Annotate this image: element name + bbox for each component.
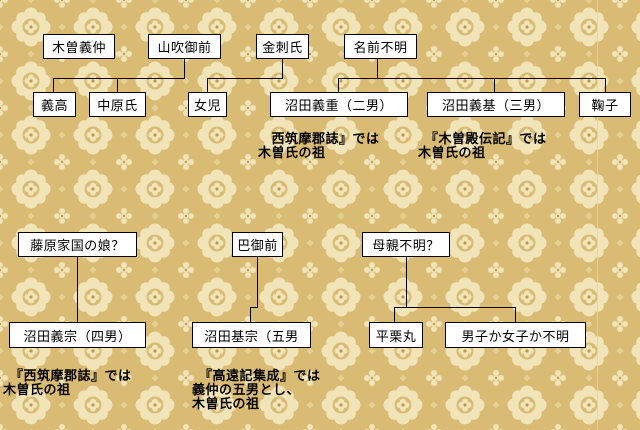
note-nishichikuma-gunshi-top: 西筑摩郡誌』では 木曽氏の祖 xyxy=(258,131,380,160)
person-box-hirakurimaru: 平栗丸 xyxy=(369,322,423,348)
person-box-numata-yoshimune: 沼田義宗（四男） xyxy=(9,322,146,348)
person-box-nakahara-shi: 中原氏 xyxy=(89,92,146,117)
connector-namae-fumei-children-rail xyxy=(338,78,606,79)
connector-to-joji xyxy=(207,78,208,92)
connector-tomoe-jog xyxy=(250,307,258,308)
person-box-danshi-fumei: 男子か女子か不明 xyxy=(445,322,586,348)
connector-to-mariko xyxy=(605,78,606,92)
connector-to-yoshishige xyxy=(338,78,339,92)
connector-kanasashi-children-rail xyxy=(207,78,283,79)
connector-hahaoya-down xyxy=(406,257,407,307)
person-box-hahaoya-fumei: 母親不明？ xyxy=(362,232,450,257)
connector-tomoe-down xyxy=(257,257,258,307)
person-box-namae-fumei: 名前不明 xyxy=(344,34,417,59)
person-box-kiso-yoshinaka: 木曽義仲 xyxy=(43,34,115,59)
connector-fujiwara-to-yoshimune xyxy=(77,257,78,322)
person-box-numata-yoshimoto: 沼田義基（三男） xyxy=(427,92,565,117)
connector-to-yoshitaka xyxy=(53,78,54,92)
connector-namae-fumei-down xyxy=(377,59,378,79)
connector-yamabuki-children-rail xyxy=(53,78,185,79)
person-box-mariko: 鞠子 xyxy=(579,92,631,117)
connector-to-danshi-fumei xyxy=(515,307,516,322)
note-nishichikuma-gunshi-bottom: 『西筑摩郡誌』では 木曽氏の祖 xyxy=(3,368,132,397)
background-seam xyxy=(597,0,598,430)
person-box-numata-yoshishige: 沼田義重（二男） xyxy=(270,92,408,117)
connector-hahaoya-children-rail xyxy=(394,307,515,308)
person-box-tomoe-gozen: 巴御前 xyxy=(232,232,283,257)
person-box-numata-motomune: 沼田基宗（五男 xyxy=(192,322,311,348)
connector-to-yoshimoto xyxy=(494,78,495,92)
person-box-kanasashi-shi: 金刺氏 xyxy=(256,34,309,59)
note-takato-ki-shusei: 『高遠記集成』では 義仲の五男とし、 木曽氏の祖 xyxy=(192,368,321,411)
connector-yamabuki-down xyxy=(184,59,185,79)
person-box-fujiwara-no-musume: 藤原家国の娘？ xyxy=(18,232,137,257)
note-kisodono-denki: 『木曽殿伝記』では 木曽氏の祖 xyxy=(418,131,547,160)
connector-to-motomune xyxy=(250,307,251,322)
person-box-yoshitaka: 義高 xyxy=(33,92,76,117)
connector-to-hirakurimaru xyxy=(394,307,395,322)
person-box-joji: 女児 xyxy=(188,92,227,117)
person-box-yamabuki-gozen: 山吹御前 xyxy=(148,34,221,59)
connector-kanasashi-down xyxy=(282,59,283,79)
connector-to-nakahara xyxy=(117,78,118,92)
